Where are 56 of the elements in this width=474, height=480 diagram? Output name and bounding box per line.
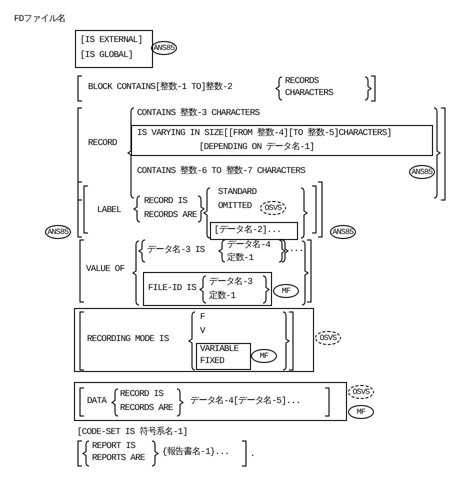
syntax-text: データ名-3 IS (147, 245, 205, 256)
syntax-box (143, 272, 272, 306)
syntax-text: RECORDS ARE (120, 403, 173, 414)
syntax-text: データ名-3 (209, 277, 252, 288)
syntax-text: FILE-ID IS (148, 283, 196, 294)
syntax-text: DATA (87, 396, 106, 407)
syntax-text: V (200, 326, 205, 337)
oval-tag: ANS85 (45, 225, 71, 239)
syntax-box (196, 343, 251, 370)
syntax-text: VARIABLE (200, 344, 238, 355)
syntax-box (74, 382, 347, 421)
syntax-text: データ名-4 (227, 240, 270, 251)
syntax-text: [データ名-2]... (214, 225, 282, 236)
syntax-text: [IS GLOBAL] (80, 50, 133, 61)
syntax-text: OMITTED (218, 201, 252, 212)
syntax-text: RECORD IS (120, 389, 164, 400)
syntax-box (74, 308, 314, 372)
dashed-oval-tag: OSVS (348, 385, 374, 399)
syntax-text: RECORDS ARE (144, 210, 197, 221)
oval-tag: ANS85 (330, 225, 356, 239)
dashed-oval-tag: OSVS (260, 201, 286, 215)
syntax-text: RECORDS (285, 76, 319, 87)
period: . (250, 449, 255, 460)
ellipsis: ... (289, 244, 304, 255)
syntax-text: REPORT IS (92, 441, 136, 452)
syntax-text: データ名-4[データ名-5]... (190, 396, 300, 407)
syntax-text: RECORD (88, 138, 117, 149)
syntax-text: REPORTS ARE (92, 453, 145, 464)
syntax-text: STANDARD (218, 187, 256, 198)
syntax-text: CHARACTERS (285, 88, 334, 99)
syntax-text: [IS EXTERNAL] (80, 35, 142, 46)
syntax-text: BLOCK CONTAINS[整数-1 TO]整数-2 (88, 82, 232, 93)
syntax-text: RECORDING MODE IS (87, 334, 169, 345)
syntax-text: CONTAINS 整数-3 CHARACTERS (137, 108, 260, 119)
syntax-text: FIXED (200, 356, 224, 367)
syntax-text: [DEPENDING ON データ名-1] (199, 142, 314, 153)
entry-heading: FDファイル名 (14, 14, 66, 25)
syntax-box (210, 222, 298, 240)
syntax-text: VALUE OF (86, 264, 124, 275)
oval-tag: MF (251, 349, 277, 363)
syntax-text: IS VARYING IN SIZE[[FROM 整数-4][TO 整数-5]CHARACTERS] (137, 128, 392, 139)
syntax-text: CONTAINS 整数-6 TO 整数-7 CHARACTERS (137, 166, 306, 177)
syntax-text: 定数-1 (209, 291, 236, 302)
oval-tag: ANS85 (151, 41, 177, 55)
syntax-text: F (200, 312, 205, 323)
syntax-text: LABEL (97, 205, 122, 216)
syntax-text: {報告書名-1}... (162, 447, 230, 458)
dashed-oval-tag: OSVS (315, 331, 341, 345)
syntax-text: RECORD IS (144, 196, 188, 207)
oval-tag: MF (273, 284, 299, 298)
syntax-text: [CODE-SET IS 符号系名-1] (77, 427, 188, 438)
syntax-box (75, 30, 153, 68)
syntax-text: 定数-1 (227, 253, 254, 264)
oval-tag: MF (348, 405, 374, 419)
syntax-box (131, 125, 433, 156)
oval-tag: ANS85 (409, 165, 435, 179)
